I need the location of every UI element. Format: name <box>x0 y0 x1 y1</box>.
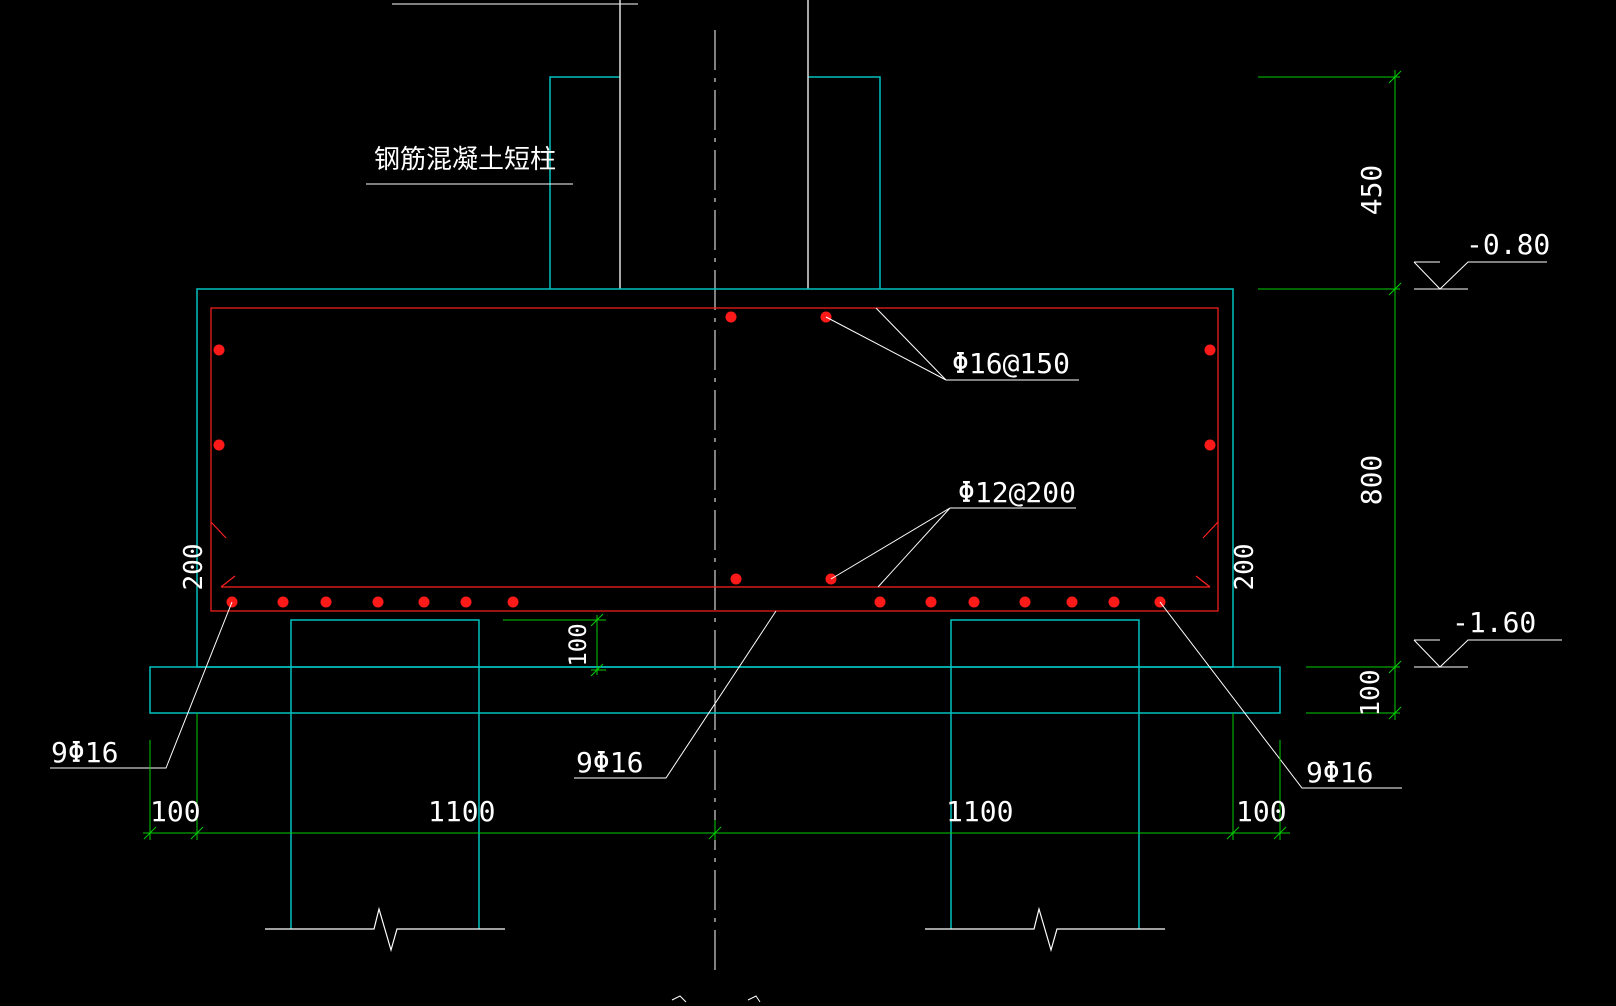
stirrup-leaders <box>830 507 1076 588</box>
rebar-dot <box>730 573 742 585</box>
rebar-dot <box>925 596 937 608</box>
right-pile <box>950 619 1140 929</box>
triangle-elevation-icon <box>1413 261 1547 290</box>
cushion-thickness-dim: 100 <box>1356 670 1386 717</box>
rebar-dot <box>1066 596 1078 608</box>
zigzag-break-icon <box>925 906 1165 953</box>
stirrup-hooks <box>210 521 1219 588</box>
rebar-dot <box>320 596 332 608</box>
rebar-dot <box>460 596 472 608</box>
middle-bottom-bars-label: 9Φ16 <box>576 746 643 779</box>
right-bottom-bars-label: 9Φ16 <box>1306 756 1373 789</box>
rebar-dot <box>507 596 519 608</box>
column-height-dim: 450 <box>1355 165 1388 216</box>
right-edge-dim: 100 <box>1236 795 1287 828</box>
beam-depth-dim: 800 <box>1355 455 1388 506</box>
rebar-dot <box>418 596 430 608</box>
left-pile <box>290 619 480 929</box>
vertical-dimension-chain <box>1258 70 1402 720</box>
top-rebar-label: Φ16@150 <box>952 347 1070 380</box>
right-side-cover-dim: 200 <box>1230 544 1260 591</box>
right-span-dim: 1100 <box>946 795 1013 828</box>
rebar-dot <box>1019 596 1031 608</box>
rebar-dot <box>277 596 289 608</box>
stirrup-label: Φ12@200 <box>958 476 1076 509</box>
pile-embed-dim: 100 <box>564 623 592 666</box>
rebar-dot <box>1108 596 1120 608</box>
left-edge-dim: 100 <box>150 795 201 828</box>
rebar-cage <box>210 307 1219 612</box>
rebar-bars <box>213 311 1216 608</box>
triangle-elevation-icon <box>1413 639 1562 668</box>
rebar-dot <box>213 344 225 356</box>
pile-embed-dimension <box>503 613 606 677</box>
left-side-cover-dim: 200 <box>179 544 209 591</box>
rebar-dot <box>213 439 225 451</box>
rebar-dot <box>1204 439 1216 451</box>
rebar-dot <box>725 311 737 323</box>
left-span-dim: 1100 <box>428 795 495 828</box>
cushion-layer <box>149 666 1281 714</box>
rebar-dot <box>1204 344 1216 356</box>
bottom-bar-leaders <box>50 601 1402 789</box>
short-column <box>549 0 881 289</box>
column-label: 钢筋混凝土短柱 <box>374 145 556 175</box>
zigzag-break-icon <box>265 906 505 953</box>
horizontal-dimension-chain <box>143 713 1290 840</box>
rebar-dot <box>874 596 886 608</box>
elevation-bottom-label: -1.60 <box>1452 606 1536 639</box>
left-bottom-bars-label: 9Φ16 <box>51 736 118 769</box>
rebar-dot <box>372 596 384 608</box>
section-mark-partial <box>671 995 761 1003</box>
rebar-dot <box>968 596 980 608</box>
elevation-top-label: -0.80 <box>1466 228 1550 261</box>
top-rebar-leaders <box>825 307 1079 381</box>
